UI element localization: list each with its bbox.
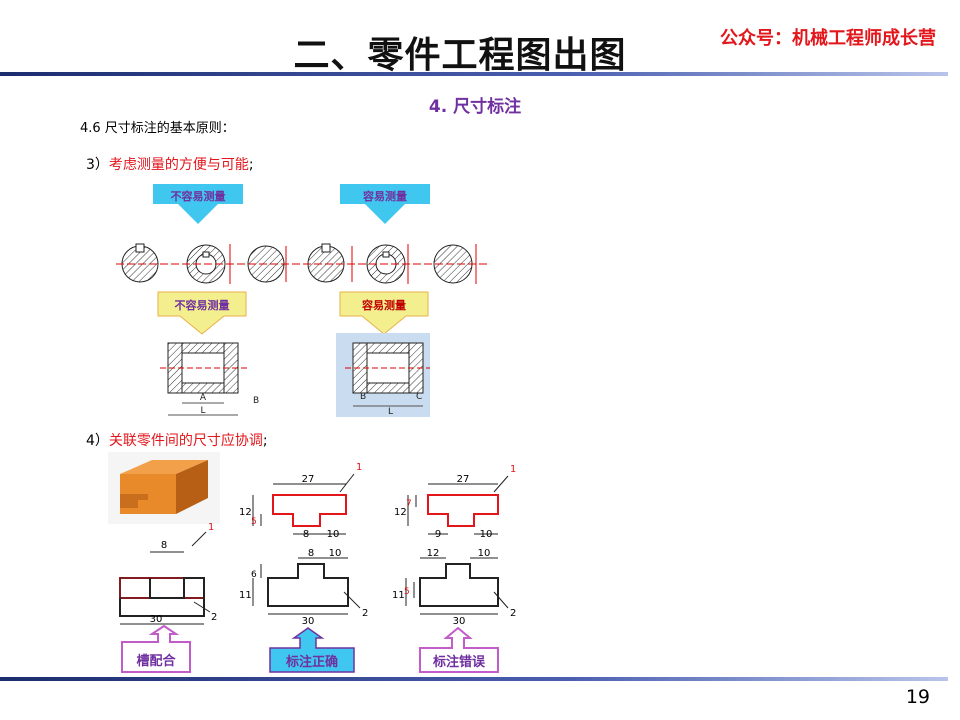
top-divider bbox=[0, 72, 948, 76]
brand-label: 公众号：机械工程师成长营 bbox=[720, 28, 936, 49]
caption-slot-fit: 槽配合 bbox=[121, 624, 191, 673]
dim-label: 30 bbox=[453, 616, 466, 627]
item-suffix: ; bbox=[248, 157, 254, 173]
mating-drawing-correct bbox=[252, 473, 361, 615]
measurement-figure: 不容易测量 容易测量 不容易测量 容易测量 bbox=[116, 184, 488, 417]
dim-label: 5 bbox=[251, 517, 257, 527]
mating-assembly-left bbox=[119, 531, 211, 625]
dim-label: 7 bbox=[406, 499, 412, 509]
arrow-hard-top: 不容易测量 bbox=[153, 184, 243, 224]
arrow-hard-bottom: 不容易测量 bbox=[157, 291, 247, 335]
dim-label: 9 bbox=[435, 529, 441, 540]
mating-drawing-wrong bbox=[405, 475, 509, 615]
callout-label: 1 bbox=[356, 462, 362, 473]
dim-label: B bbox=[360, 392, 366, 402]
arrow-label: 容易测量 bbox=[362, 189, 407, 203]
dim-label: 10 bbox=[327, 529, 340, 540]
item-text: 考虑测量的方便与可能 bbox=[108, 157, 249, 173]
caption-wrong: 标注错误 bbox=[419, 626, 499, 673]
caption-label: 标注错误 bbox=[432, 654, 486, 670]
dim-label: 8 bbox=[161, 540, 167, 551]
dim-label: 12 bbox=[239, 507, 252, 518]
callout-label: 2 bbox=[211, 612, 217, 623]
caption-label: 槽配合 bbox=[136, 653, 176, 669]
mating-figure: 8 30 1 2 27 12 5 8 10 1 8 10 11 6 30 2 bbox=[108, 452, 516, 673]
callout-label: 2 bbox=[510, 608, 516, 619]
dim-label: 8 bbox=[303, 529, 309, 540]
shaft-section-1 bbox=[121, 243, 159, 283]
page-number: 19 bbox=[905, 686, 930, 708]
sleeve-drawing-easy: B L C bbox=[336, 333, 430, 417]
dim-label: 10 bbox=[329, 548, 342, 559]
dim-label: 10 bbox=[480, 529, 493, 540]
dim-label: 30 bbox=[150, 614, 163, 625]
arrow-easy-top: 容易测量 bbox=[340, 184, 430, 224]
mating-part-3d-image bbox=[108, 452, 220, 524]
arrow-label: 不容易测量 bbox=[175, 298, 230, 312]
dim-label: 11 bbox=[392, 590, 405, 601]
principle-title: 4.6 尺寸标注的基本原则： bbox=[80, 121, 235, 136]
item-text: 关联零件间的尺寸应协调 bbox=[108, 433, 263, 449]
callout-label: 1 bbox=[208, 522, 214, 533]
dim-label: 10 bbox=[478, 548, 491, 559]
dim-label: 11 bbox=[239, 590, 252, 601]
principle-item-3: 3）考虑测量的方便与可能; bbox=[86, 154, 254, 174]
dim-label: 27 bbox=[302, 474, 315, 485]
callout-label: 2 bbox=[362, 608, 368, 619]
item-suffix: ; bbox=[262, 433, 268, 449]
dim-label: 12 bbox=[427, 548, 440, 559]
dim-label: 8 bbox=[308, 548, 314, 559]
dim-label: C bbox=[416, 392, 422, 402]
item-number: 4） bbox=[86, 433, 109, 449]
arrow-label: 容易测量 bbox=[361, 298, 406, 312]
bottom-divider bbox=[0, 677, 948, 681]
dim-label: 30 bbox=[302, 616, 315, 627]
callout-label: 1 bbox=[510, 464, 516, 475]
arrow-label: 不容易测量 bbox=[171, 189, 226, 203]
item-number: 3） bbox=[86, 157, 109, 173]
caption-label: 标注正确 bbox=[285, 654, 338, 670]
shaft-section-4 bbox=[307, 243, 353, 283]
dim-label: L bbox=[200, 406, 205, 416]
dim-label: B bbox=[253, 396, 259, 406]
arrow-easy-bottom: 容易测量 bbox=[339, 291, 429, 335]
dim-label: 12 bbox=[394, 507, 407, 518]
dim-label: L bbox=[388, 407, 393, 417]
caption-correct: 标注正确 bbox=[269, 627, 355, 673]
dim-label: 5 bbox=[404, 587, 410, 597]
dim-label: 27 bbox=[457, 474, 470, 485]
principle-item-4: 4）关联零件间的尺寸应协调; bbox=[86, 430, 268, 450]
dim-label: A bbox=[200, 393, 207, 403]
section-heading: 4. 尺寸标注 bbox=[428, 97, 522, 117]
page-title: 二、零件工程图出图 bbox=[293, 35, 627, 76]
sleeve-drawing-hard: A L B bbox=[160, 342, 259, 416]
dim-label: 6 bbox=[251, 570, 257, 580]
